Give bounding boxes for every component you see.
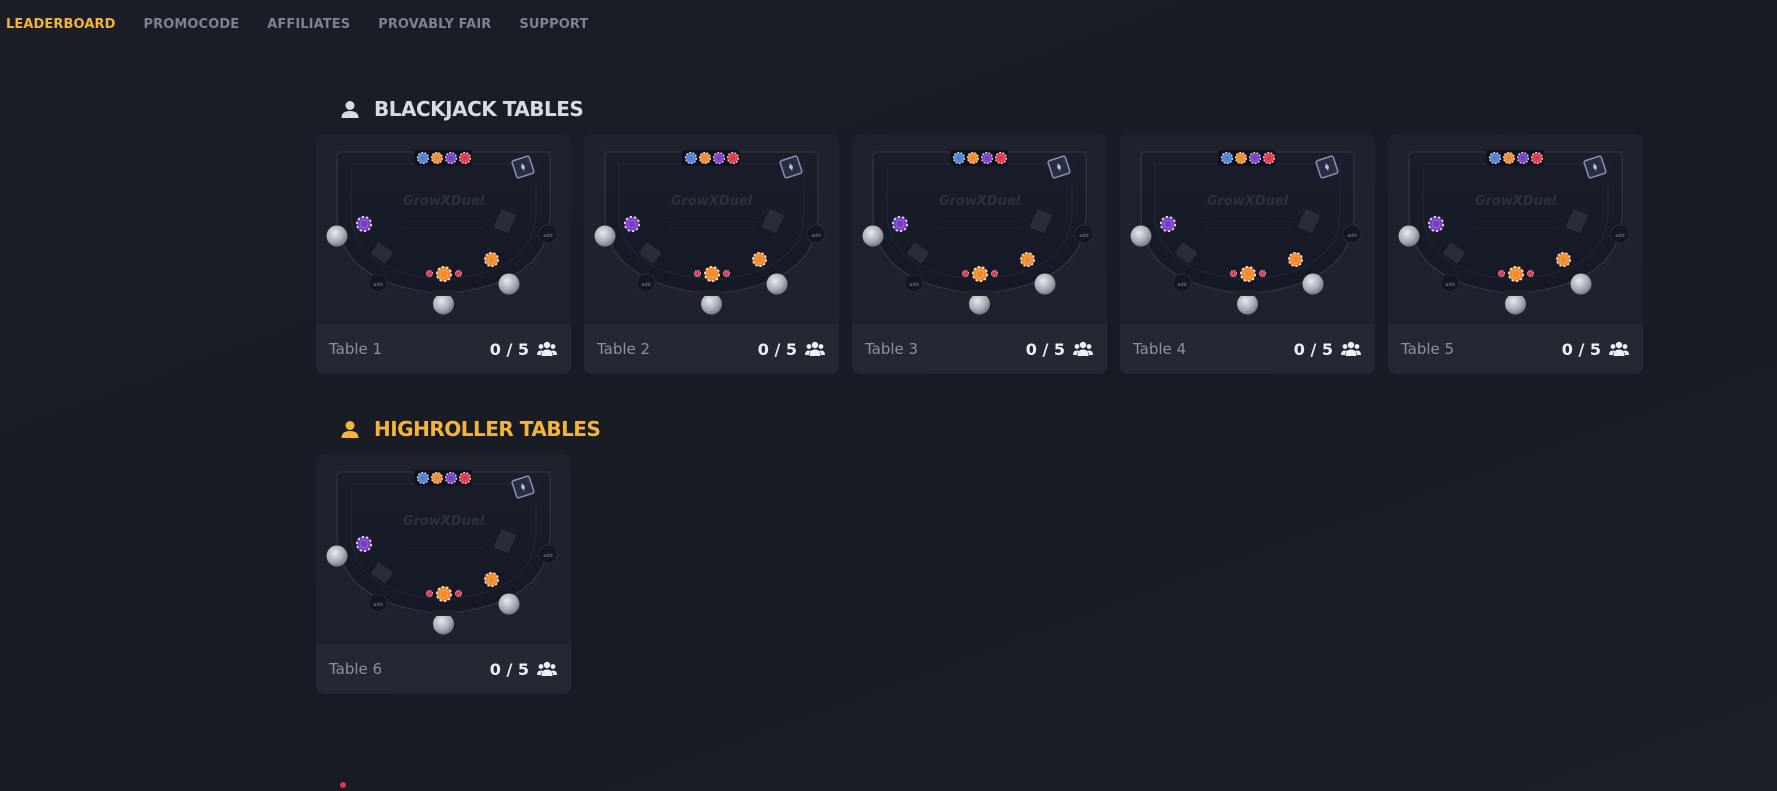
blackjack-table-illustration [316,134,571,324]
blackjack-tables-list: Table 1 0 / 5 Table 2 0 / 5 Table 3 0 / … [316,134,1643,374]
blackjack-section-header: BLACKJACK TABLES [340,97,584,121]
seat-info: 0 / 5 [490,340,557,359]
highroller-tables-list: Table 6 0 / 5 [316,454,571,694]
seat-info: 0 / 5 [758,340,825,359]
table-card-footer: Table 6 0 / 5 [316,644,571,694]
table-card-footer: Table 4 0 / 5 [1120,324,1375,374]
table-name: Table 1 [329,340,383,358]
blackjack-table-illustration [1120,134,1375,324]
seat-count: 0 / 5 [1025,339,1065,359]
users-icon [805,341,825,357]
seat-info: 0 / 5 [1294,340,1361,359]
table-card-3[interactable]: Table 3 0 / 5 [852,134,1107,374]
nav-provably-fair[interactable]: PROVABLY FAIR [378,17,492,32]
section-title: HIGHROLLER TABLES [374,417,601,441]
table-name: Table 2 [597,340,651,358]
table-name: Table 4 [1133,340,1187,358]
table-name: Table 5 [1401,340,1455,358]
seat-count: 0 / 5 [1293,339,1333,359]
users-icon [537,661,557,677]
users-icon [1609,341,1629,357]
table-card-footer: Table 5 0 / 5 [1388,324,1643,374]
seat-info: 0 / 5 [490,660,557,679]
users-icon [1073,341,1093,357]
seat-count: 0 / 5 [489,659,529,679]
users-icon [537,341,557,357]
table-card-footer: Table 1 0 / 5 [316,324,571,374]
section-title: BLACKJACK TABLES [374,97,584,121]
next-section-header-partial [340,782,346,788]
blackjack-table-illustration [584,134,839,324]
table-card-footer: Table 2 0 / 5 [584,324,839,374]
table-name: Table 6 [329,660,383,678]
section-marker-icon [340,782,346,788]
seat-count: 0 / 5 [1561,339,1601,359]
seat-count: 0 / 5 [757,339,797,359]
blackjack-table-illustration [852,134,1107,324]
nav-leaderboard[interactable]: LEADERBOARD [6,17,116,32]
nav-support[interactable]: SUPPORT [519,17,589,32]
person-icon [340,99,360,119]
highroller-section-header: HIGHROLLER TABLES [340,417,601,441]
table-card-5[interactable]: Table 5 0 / 5 [1388,134,1643,374]
top-navigation: LEADERBOARD PROMOCODE AFFILIATES PROVABL… [6,17,588,32]
seat-info: 0 / 5 [1026,340,1093,359]
users-icon [1341,341,1361,357]
table-card-1[interactable]: Table 1 0 / 5 [316,134,571,374]
nav-promocode[interactable]: PROMOCODE [143,17,240,32]
blackjack-table-illustration [1388,134,1643,324]
table-card-footer: Table 3 0 / 5 [852,324,1107,374]
nav-affiliates[interactable]: AFFILIATES [267,17,351,32]
seat-info: 0 / 5 [1562,340,1629,359]
blackjack-table-illustration [316,454,571,644]
table-card-2[interactable]: Table 2 0 / 5 [584,134,839,374]
seat-count: 0 / 5 [489,339,529,359]
person-icon [340,419,360,439]
table-card-6[interactable]: Table 6 0 / 5 [316,454,571,694]
table-name: Table 3 [865,340,919,358]
table-card-4[interactable]: Table 4 0 / 5 [1120,134,1375,374]
